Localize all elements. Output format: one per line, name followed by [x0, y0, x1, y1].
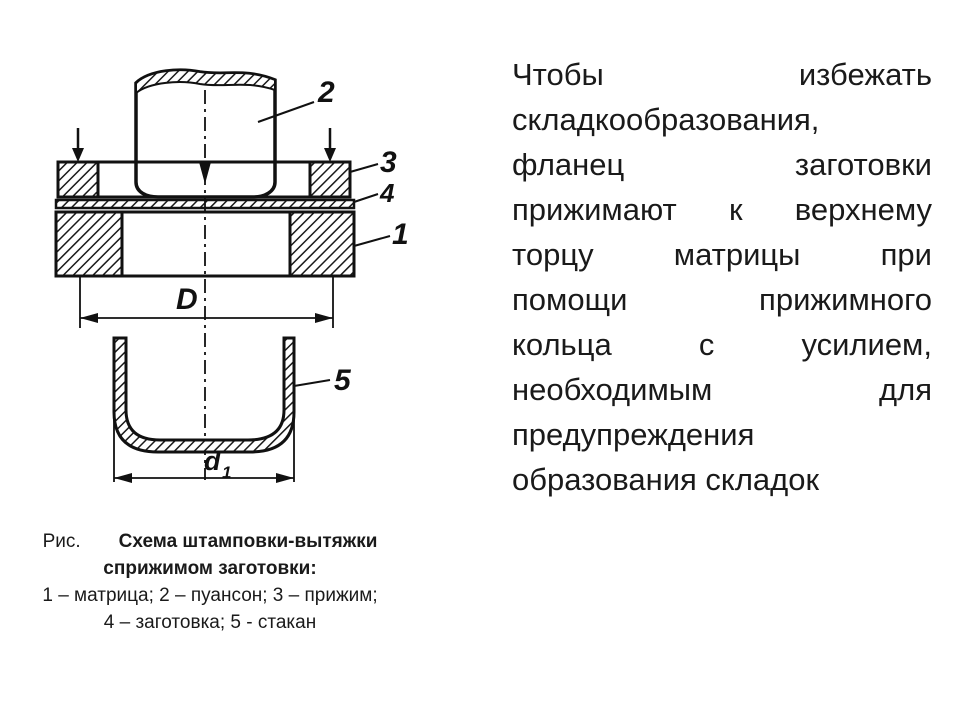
cup-diameter-label: d: [204, 446, 221, 476]
holder-right: [308, 160, 352, 199]
dim-d-arrow-right: [315, 313, 333, 323]
text-line: необходимым для: [512, 372, 932, 407]
label-holder: 3: [380, 146, 397, 179]
text-line: предупреждения: [512, 417, 755, 452]
text-line: торцу матрицы при: [512, 237, 932, 272]
figure-caption: Рис. Схема штамповки-вытяжки сприжимом за…: [40, 528, 380, 636]
die-diameter-label: D: [176, 283, 198, 316]
text-line: прижимают к верхнему: [512, 192, 932, 227]
text-line: складкообразования,: [512, 102, 820, 137]
cup-diameter-subscript: 1: [222, 463, 231, 482]
die-left: [54, 210, 124, 278]
force-arrow-left-head: [72, 148, 84, 162]
label-die: 1: [392, 218, 409, 251]
label-punch: 2: [317, 76, 335, 109]
punch-top-hatch: [135, 69, 276, 96]
leader-die: [353, 235, 391, 247]
leader-cup: [293, 379, 331, 387]
text-line: Чтобы избежать: [512, 57, 932, 92]
text-line: образования складок: [512, 462, 820, 497]
text-line: помощи прижимного: [512, 282, 932, 317]
cup: [112, 336, 296, 454]
force-arrow-right-head: [324, 148, 336, 162]
explanation-text: Чтобы избежать складкообразования, флане…: [512, 52, 932, 502]
text-line: фланец заготовки: [512, 147, 932, 182]
leader-blank: [353, 193, 379, 203]
dim-d-arrow-left: [80, 313, 98, 323]
stamping-diagram: D d 1 2 3 4 1 5: [54, 68, 409, 483]
holder-left: [56, 160, 100, 199]
leader-holder: [349, 163, 379, 173]
label-cup: 5: [334, 364, 352, 397]
axis-arrow: [199, 162, 211, 184]
caption-prefix: Рис.: [42, 531, 81, 552]
dim-d1-arrow-right: [276, 473, 294, 483]
text-line: кольца с усилием,: [512, 327, 932, 362]
label-blank: 4: [379, 178, 395, 208]
die-right: [288, 210, 356, 278]
dim-d1-arrow-left: [114, 473, 132, 483]
caption-title: Схема штамповки-вытяжки сприжимом загото…: [103, 531, 378, 579]
caption-legend: 1 – матрица; 2 – пуансон; 3 – прижим; 4 …: [42, 585, 378, 633]
leader-punch: [257, 101, 315, 123]
